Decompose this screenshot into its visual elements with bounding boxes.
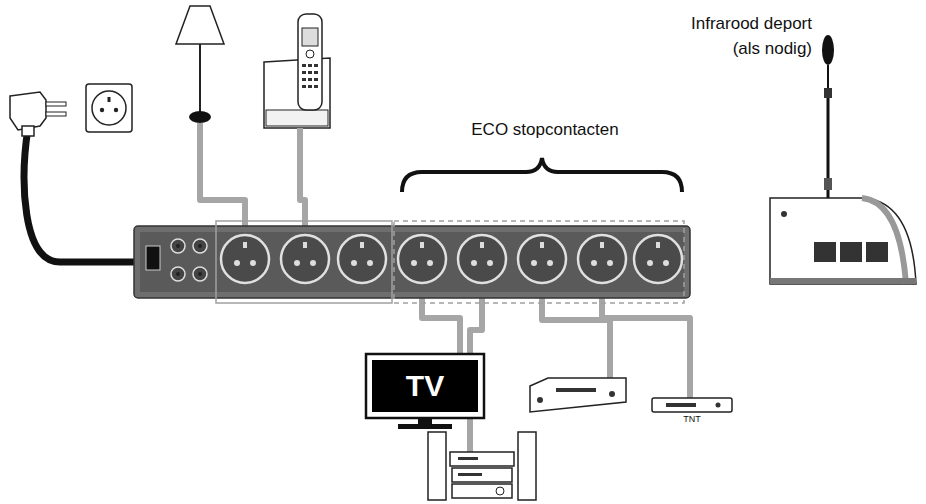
socket-pin (420, 242, 424, 248)
socket (518, 235, 566, 283)
callout-label: Infrarood deport (als nodig) (660, 12, 812, 61)
socket-hole (647, 260, 653, 266)
power-cable (24, 128, 150, 262)
power-strip (134, 221, 690, 303)
socket (458, 235, 506, 283)
socket-pin (656, 242, 660, 248)
socket-pin (540, 242, 544, 248)
socket-hole (531, 260, 537, 266)
socket-hole (547, 260, 553, 266)
device-label: TNT (662, 414, 722, 425)
socket-hole (411, 260, 417, 266)
socket-hole (663, 260, 669, 266)
socket-hole (351, 260, 357, 266)
socket-hole (471, 260, 477, 266)
socket-pin (303, 242, 307, 248)
power-plug (10, 92, 66, 136)
group-label: ECO stopcontacten (455, 118, 635, 143)
dvd-player (530, 378, 626, 412)
cordless-phone (264, 14, 330, 128)
wall-socket (86, 84, 132, 132)
eco-bracket (402, 158, 682, 192)
socket-hole (591, 260, 597, 266)
socket-hole (294, 260, 300, 266)
tv-screen: TV (372, 360, 478, 412)
hifi-system (428, 432, 536, 500)
socket (634, 235, 682, 283)
socket (221, 235, 269, 283)
socket-hole (250, 260, 256, 266)
tnt-decoder (652, 398, 732, 412)
socket-pin (600, 242, 604, 248)
socket (398, 235, 446, 283)
socket (281, 235, 329, 283)
socket-hole (427, 260, 433, 266)
socket (338, 235, 386, 283)
ir-module (770, 35, 916, 284)
socket-pin (480, 242, 484, 248)
socket-hole (607, 260, 613, 266)
lamp (176, 6, 224, 123)
socket-pin (360, 242, 364, 248)
socket (578, 235, 626, 283)
socket-hole (367, 260, 373, 266)
sockets (221, 235, 682, 283)
socket-hole (234, 260, 240, 266)
tv-set (366, 354, 484, 429)
socket-hole (310, 260, 316, 266)
socket-pin (243, 242, 247, 248)
node-text: TV (406, 369, 444, 403)
socket-hole (487, 260, 493, 266)
